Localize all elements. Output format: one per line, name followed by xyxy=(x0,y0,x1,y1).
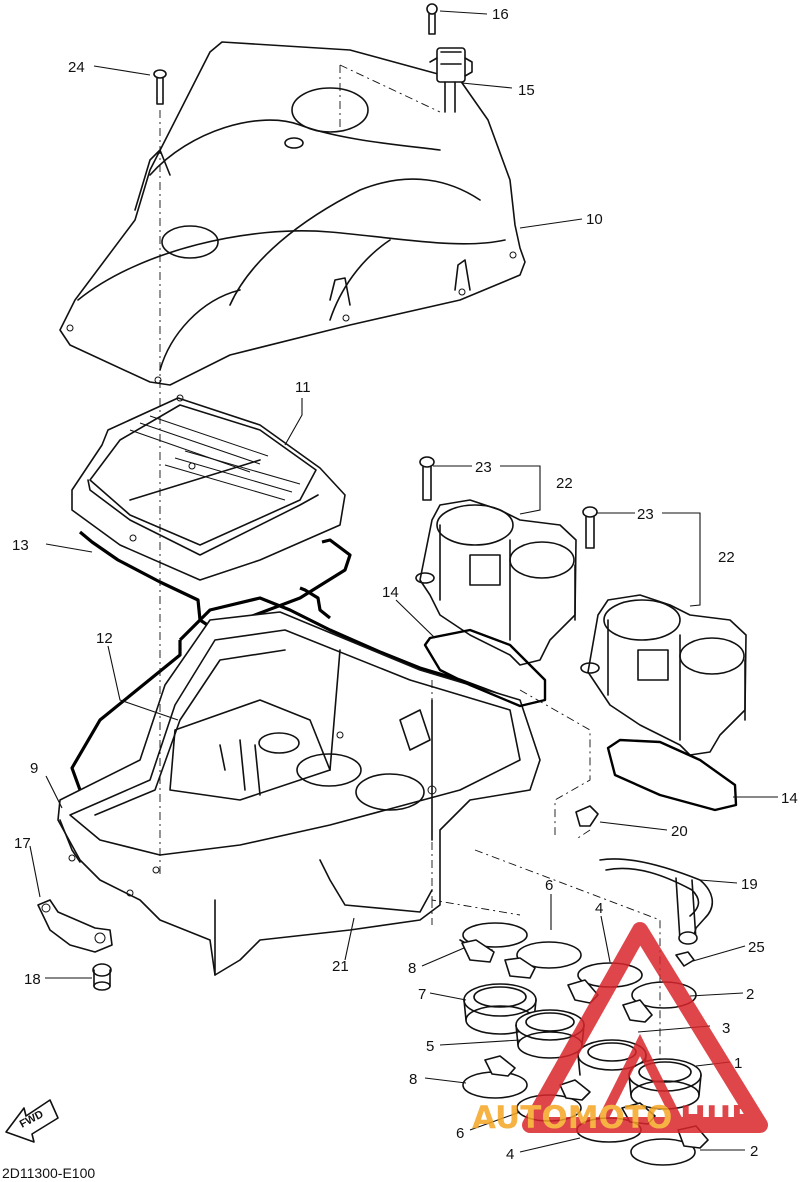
callout-11: 11 xyxy=(295,379,311,396)
callout-24: 24 xyxy=(68,59,85,76)
callout-23-lower: 23 xyxy=(637,506,654,523)
clip-part-25 xyxy=(675,951,695,967)
callout-22-upper: 22 xyxy=(556,475,573,492)
screw-part-24 xyxy=(153,69,167,105)
joint-part-22-lower xyxy=(580,594,747,756)
bracket-part-17 xyxy=(37,899,113,953)
joint-part-22-upper xyxy=(415,499,577,666)
callout-4-upper: 4 xyxy=(595,900,603,917)
callout-8-lower: 8 xyxy=(409,1071,417,1088)
callout-22-lower: 22 xyxy=(718,549,735,566)
callout-5: 5 xyxy=(426,1038,434,1055)
gasket-part-14-upper xyxy=(423,628,547,708)
gasket-part-14-lower xyxy=(606,738,738,812)
leader-lines xyxy=(29,10,778,1153)
callout-15: 15 xyxy=(518,82,535,99)
joint-part-1 xyxy=(628,1058,702,1110)
callout-labels: 16 15 24 10 11 23 22 23 22 13 14 12 9 14… xyxy=(12,6,798,1163)
screw-part-16 xyxy=(426,3,438,35)
callout-14-upper: 14 xyxy=(382,584,399,601)
clip-part-20 xyxy=(575,805,599,827)
screw-part-23-upper xyxy=(419,456,435,501)
sensor-part-15 xyxy=(429,47,473,113)
callout-6-upper: 6 xyxy=(545,877,553,894)
callout-14-lower: 14 xyxy=(781,790,798,807)
callout-20: 20 xyxy=(671,823,688,840)
forward-arrow-icon: FWD xyxy=(5,1099,59,1143)
diagram-code: 2D11300-E100 xyxy=(2,1165,95,1181)
callout-12: 12 xyxy=(96,630,113,647)
callout-16: 16 xyxy=(492,6,509,23)
assembly-axis-lines xyxy=(159,64,661,1060)
airbox-case-part-9 xyxy=(57,611,541,976)
watermark-logo: AUTOMOTO HUB xyxy=(472,922,768,1136)
callout-25: 25 xyxy=(748,939,765,956)
callout-19: 19 xyxy=(741,876,758,893)
callout-2-upper: 2 xyxy=(746,986,754,1003)
callout-13: 13 xyxy=(12,537,29,554)
callout-10: 10 xyxy=(586,211,603,228)
callout-21: 21 xyxy=(332,958,349,975)
callout-4-lower: 4 xyxy=(506,1146,514,1163)
callout-18: 18 xyxy=(24,971,41,988)
callout-9: 9 xyxy=(30,760,38,777)
callout-7: 7 xyxy=(418,986,426,1003)
hose-part-19 xyxy=(599,858,714,945)
airbox-cover-part-10 xyxy=(59,41,526,386)
grommet-part-18 xyxy=(92,963,112,991)
screw-part-23-lower xyxy=(582,506,598,549)
callout-1: 1 xyxy=(734,1055,742,1072)
callout-23-upper: 23 xyxy=(475,459,492,476)
clamp-part-8-upper xyxy=(461,939,536,979)
callout-6-lower: 6 xyxy=(456,1125,464,1142)
clamp-part-8-lower xyxy=(462,1055,528,1099)
watermark-text-right: HUB xyxy=(680,1100,755,1136)
callout-2-lower: 2 xyxy=(750,1143,758,1160)
air-filter-part-11 xyxy=(71,394,346,581)
callout-3: 3 xyxy=(722,1020,730,1037)
callout-8-upper: 8 xyxy=(408,960,416,977)
watermark-text-left: AUTOMOTO xyxy=(472,1100,672,1136)
callout-17: 17 xyxy=(14,835,31,852)
watermark-triangle xyxy=(522,922,768,1133)
